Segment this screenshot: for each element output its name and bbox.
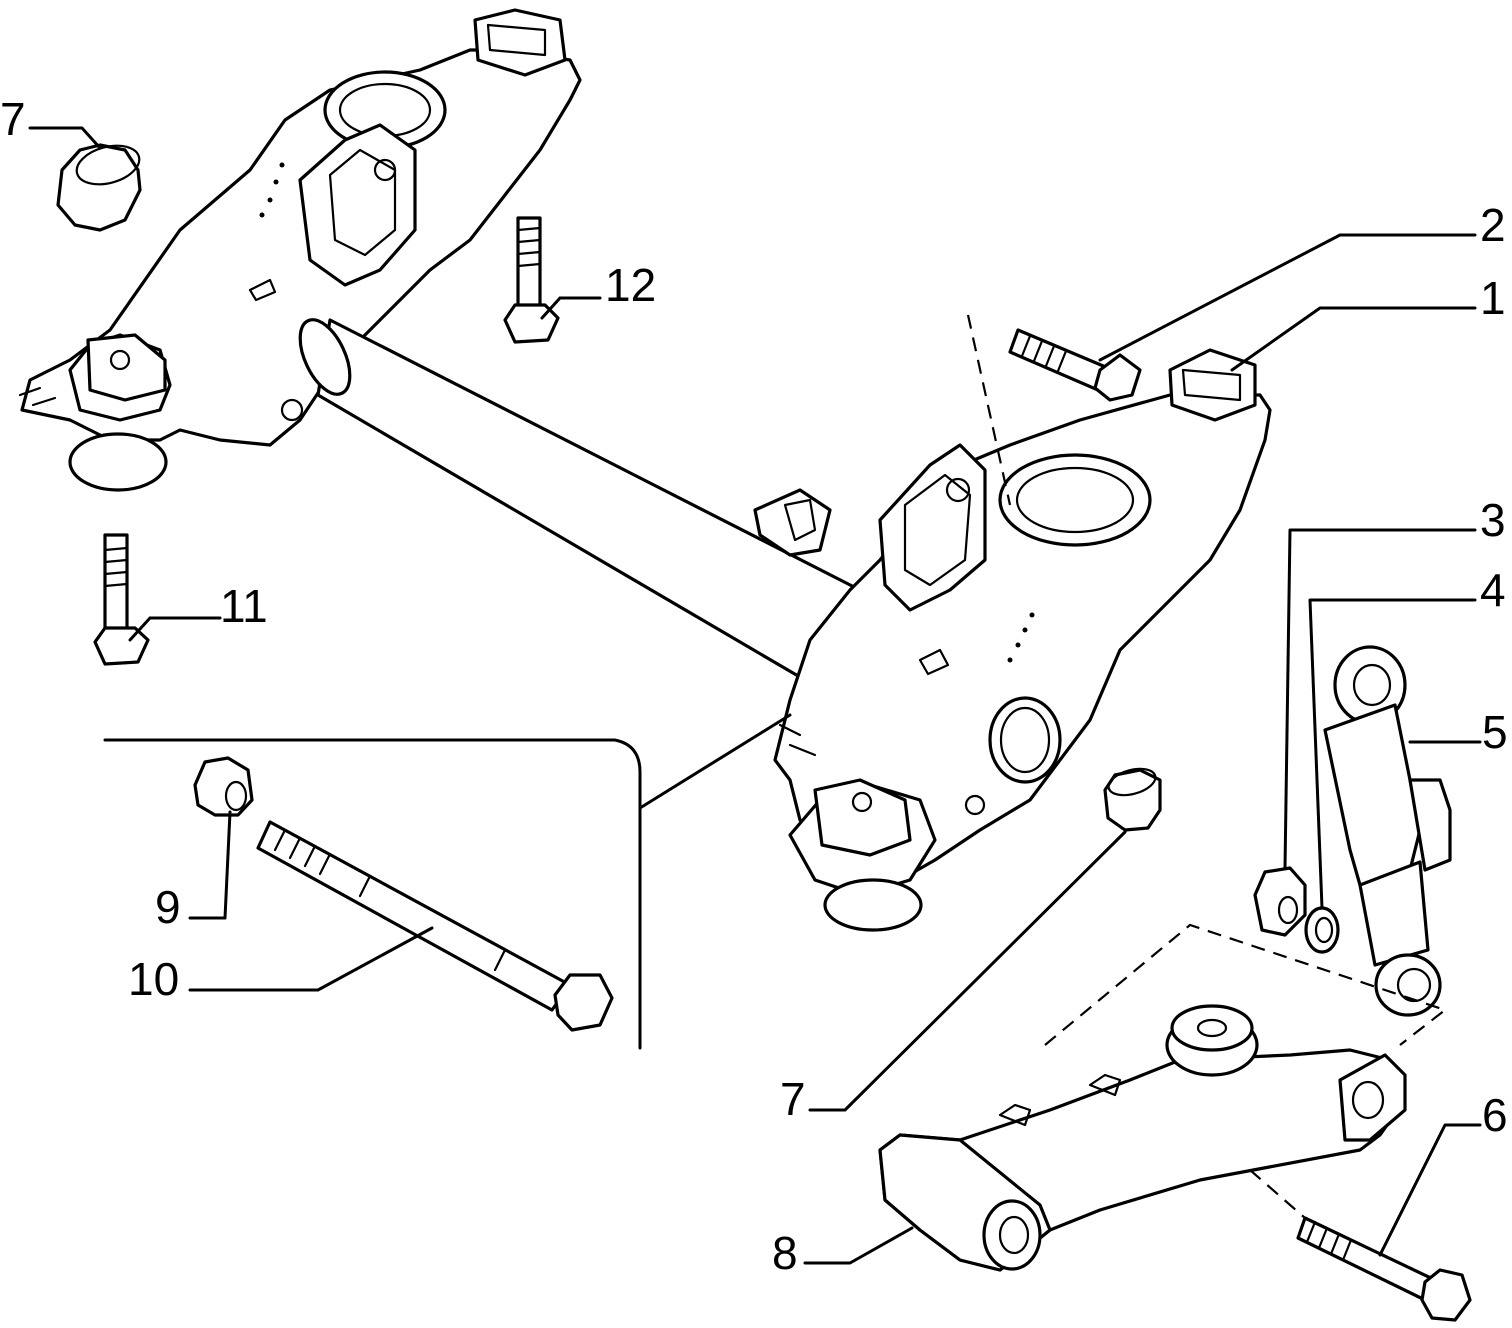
through-bolt — [256, 820, 614, 1032]
callout-2: 2 — [1480, 199, 1506, 251]
screw-12 — [503, 216, 560, 344]
screw-11 — [93, 533, 150, 666]
leader-lines — [28, 126, 1482, 1265]
callout-7-right: 7 — [780, 1073, 806, 1125]
callout-5: 5 — [1482, 706, 1508, 758]
mounting-bolt — [966, 314, 1142, 506]
callout-4: 4 — [1480, 564, 1506, 616]
callout-9: 9 — [155, 881, 181, 933]
nut — [1253, 866, 1307, 937]
trailing-arm-bracket-left — [18, 8, 582, 492]
shock-absorber — [1323, 645, 1452, 1017]
callout-11: 11 — [220, 580, 268, 632]
trailing-arm-bracket-right — [773, 348, 1272, 932]
suspension-arm — [878, 923, 1448, 1272]
bushing — [1103, 767, 1162, 832]
callout-1: 1 — [1480, 272, 1506, 324]
callout-6: 6 — [1482, 1089, 1508, 1141]
callout-8: 8 — [772, 1227, 798, 1279]
rear-axle-crossmember — [298, 318, 862, 682]
section-outline — [103, 713, 792, 1050]
callout-10: 10 — [128, 953, 180, 1005]
callout-7-left: 7 — [0, 93, 26, 145]
callout-12: 12 — [605, 259, 657, 311]
bolt — [1249, 1169, 1472, 1322]
self-locking-nut — [193, 756, 254, 817]
bushing — [56, 143, 142, 232]
washer — [1304, 906, 1340, 954]
callout-3: 3 — [1480, 494, 1506, 546]
